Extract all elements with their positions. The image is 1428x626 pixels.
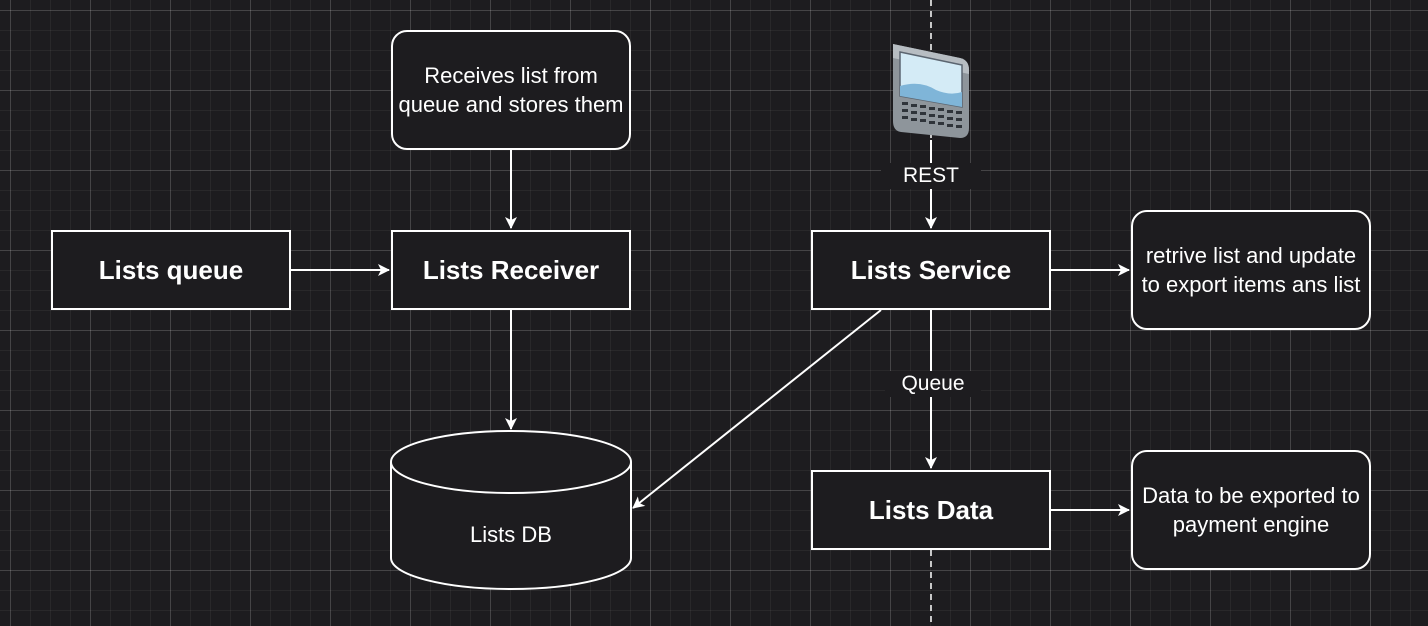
lists-data-label: Lists Data [868,494,994,525]
receiver-note[interactable]: Receives list from queue and stores them [391,30,631,150]
service-note[interactable]: retrive list and update to export items … [1131,210,1371,330]
data-note-text: Data to be exported to payment engine [1142,483,1360,537]
handheld-terminal-icon[interactable] [893,44,969,138]
receiver-note-text: Receives list from queue and stores them [398,63,624,117]
edge-service-to-db [632,309,882,509]
lists-service-label: Lists Service [850,254,1012,285]
lists-queue-label: Lists queue [98,254,244,285]
lists-queue-node[interactable]: Lists queue [51,230,291,310]
lists-receiver-label: Lists Receiver [422,254,600,285]
service-note-text: retrive list and update to export items … [1141,243,1361,297]
lists-receiver-node[interactable]: Lists Receiver [391,230,631,310]
data-note[interactable]: Data to be exported to payment engine [1131,450,1371,570]
lists-service-node[interactable]: Lists Service [811,230,1051,310]
rest-edge-label: REST [881,163,981,189]
lists-data-node[interactable]: Lists Data [811,470,1051,550]
lists-db-cylinder[interactable] [390,430,632,590]
lists-db-label: Lists DB [470,522,552,547]
queue-edge-label: Queue [885,371,981,397]
